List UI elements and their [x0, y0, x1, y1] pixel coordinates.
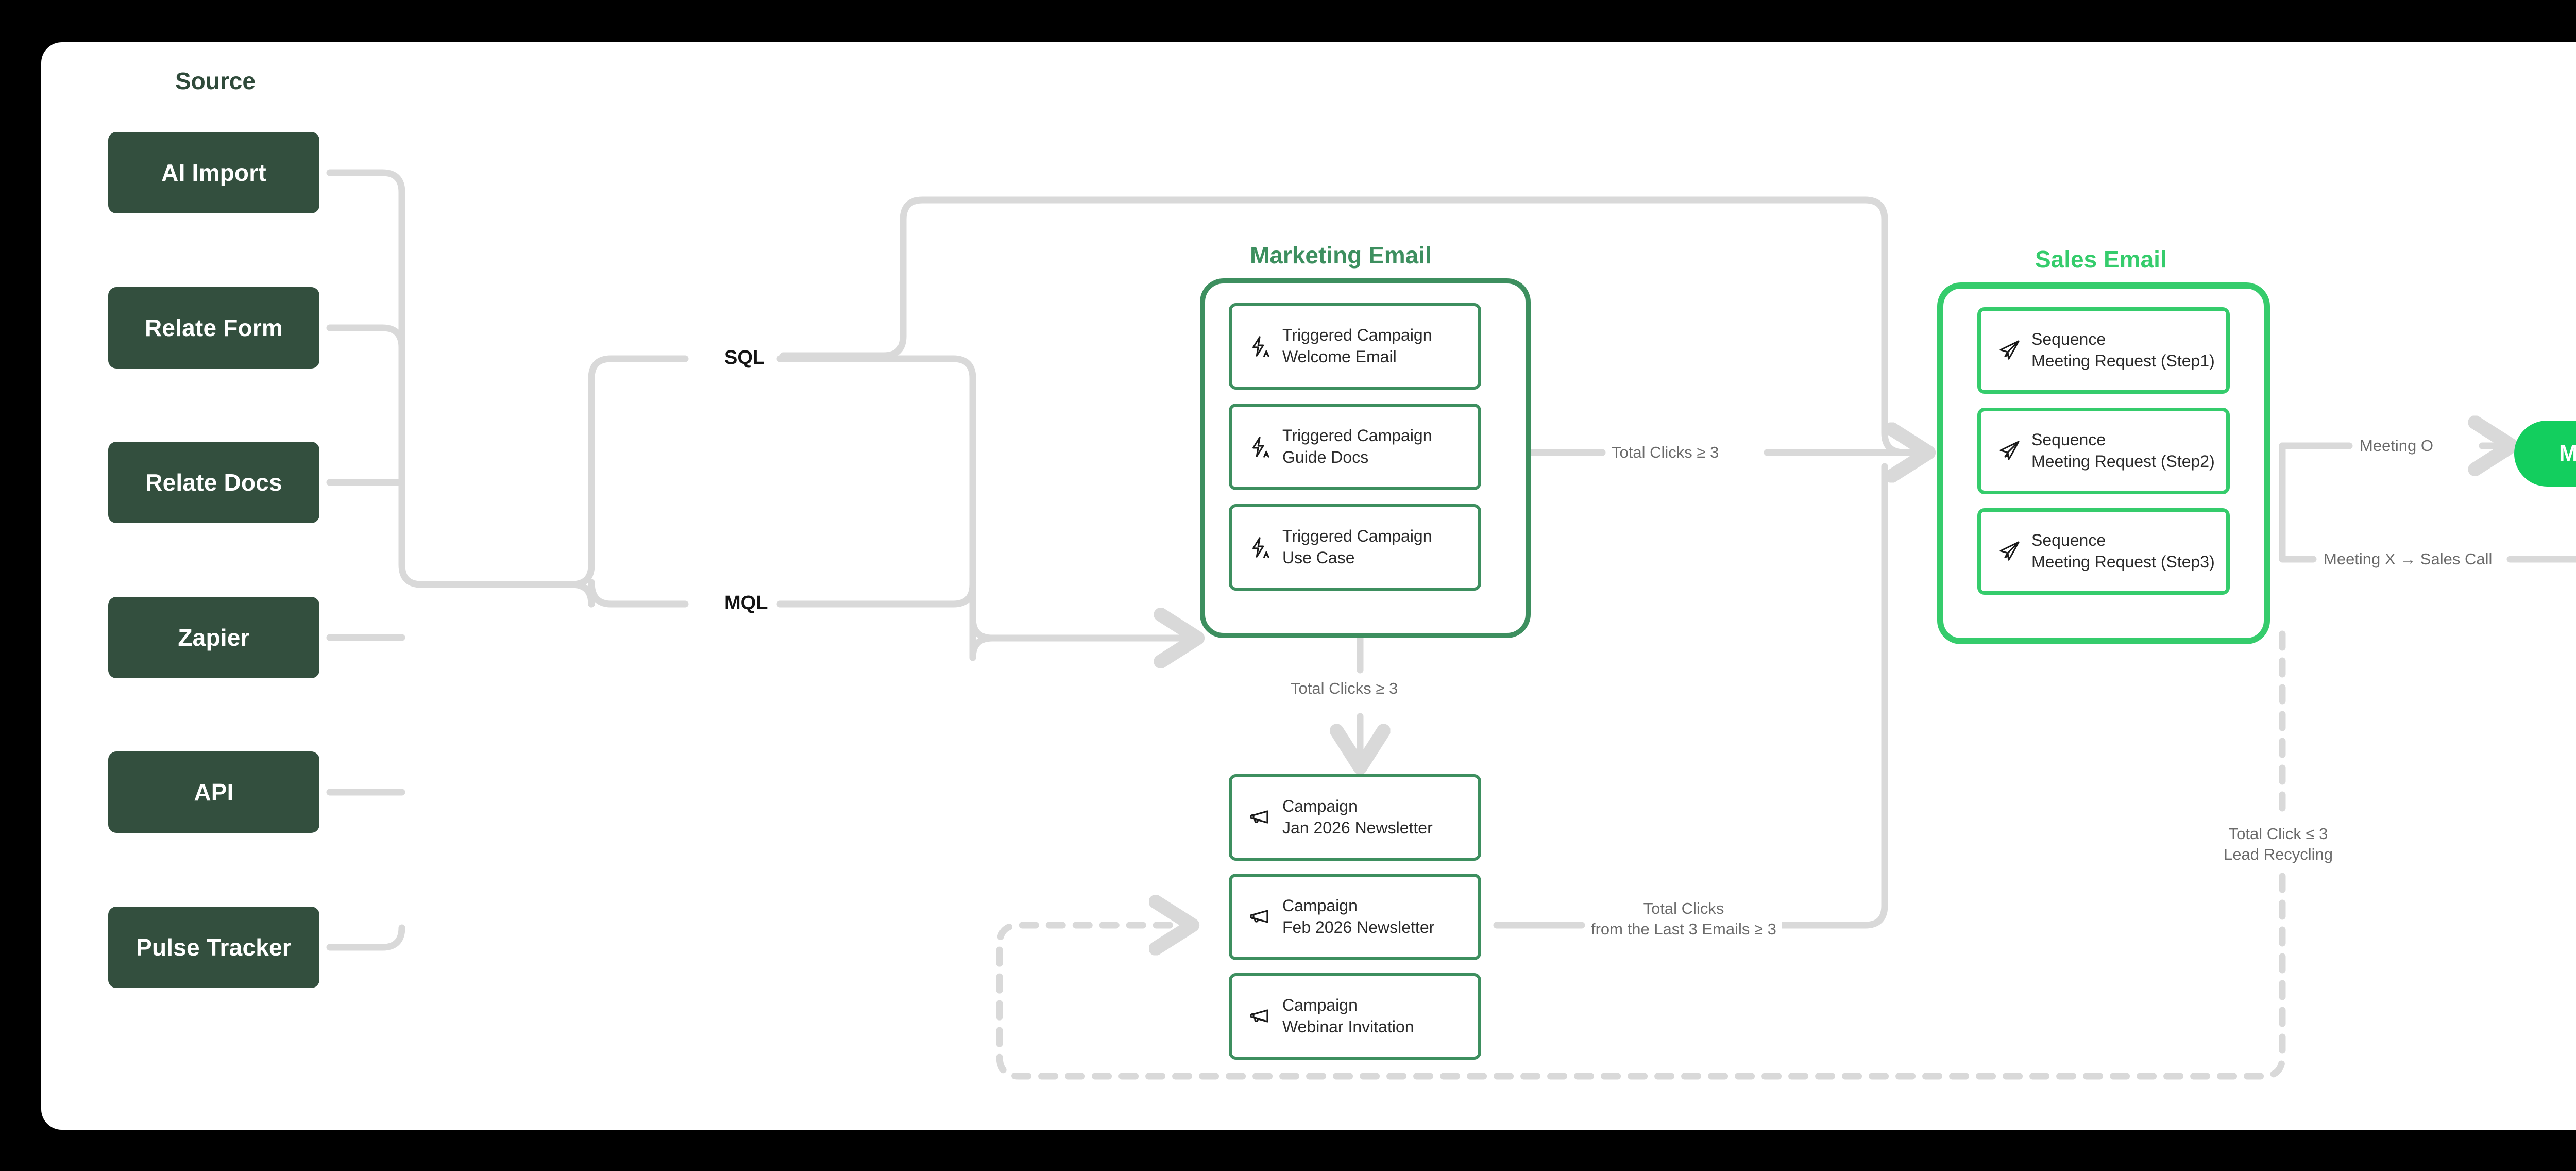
- source-item-pulse-tracker[interactable]: Pulse Tracker: [108, 907, 319, 988]
- node-name: Meeting Request (Step1): [2031, 352, 2215, 370]
- source-item-label: AI Import: [161, 159, 266, 186]
- campaign-node-webinar-invitation[interactable]: Campaign Webinar Invitation: [1229, 973, 1481, 1060]
- node-name: Welcome Email: [1282, 347, 1397, 366]
- megaphone-icon: [1243, 905, 1277, 929]
- marketing-node-guide-docs[interactable]: Triggered Campaign Guide Docs: [1229, 404, 1481, 490]
- node-type: Sequence: [2031, 330, 2106, 349]
- edge-label-line2: from the Last 3 Emails ≥ 3: [1591, 920, 1776, 939]
- sales-node-step2[interactable]: Sequence Meeting Request (Step2): [1977, 408, 2230, 494]
- outcome-label: Meeting: [2558, 441, 2576, 466]
- recycle-line2: Lead Recycling: [2224, 845, 2333, 864]
- megaphone-icon: [1243, 1004, 1277, 1029]
- stage-label-mql: MQL: [720, 592, 772, 614]
- node-type: Sequence: [2031, 430, 2106, 449]
- source-item-label: API: [194, 779, 234, 806]
- edge-label-line1: Total Clicks: [1643, 899, 1724, 917]
- node-type: Campaign: [1282, 896, 1358, 915]
- edge-label-meeting-x: Meeting X → Sales Call: [2318, 549, 2498, 570]
- edge-label-mkt-to-campaign: Total Clicks ≥ 3: [1285, 678, 1403, 699]
- node-type: Sequence: [2031, 531, 2106, 550]
- source-item-label: Relate Docs: [145, 469, 282, 496]
- megaphone-icon: [1243, 805, 1277, 830]
- sales-email-title: Sales Email: [2035, 246, 2167, 273]
- node-type: Campaign: [1282, 797, 1358, 816]
- node-name: Jan 2026 Newsletter: [1282, 818, 1433, 837]
- edge-label-campaign-to-sales: Total Clicks from the Last 3 Emails ≥ 3: [1586, 898, 1782, 940]
- campaign-node-feb-newsletter[interactable]: Campaign Feb 2026 Newsletter: [1229, 874, 1481, 960]
- paper-plane-icon: [1992, 539, 2026, 564]
- node-type: Triggered Campaign: [1282, 527, 1432, 546]
- lightning-auto-icon: [1243, 435, 1277, 459]
- edge-label-mkt-to-sales: Total Clicks ≥ 3: [1606, 442, 1724, 463]
- node-name: Guide Docs: [1282, 448, 1369, 466]
- node-name: Feb 2026 Newsletter: [1282, 918, 1435, 936]
- stage-label-sql: SQL: [720, 347, 769, 369]
- edge-label-lead-recycling: Total Click ≤ 3 Lead Recycling: [2218, 824, 2338, 865]
- source-item-api[interactable]: API: [108, 751, 319, 833]
- marketing-email-title: Marketing Email: [1250, 242, 1432, 269]
- node-name: Meeting Request (Step3): [2031, 553, 2215, 571]
- source-item-zapier[interactable]: Zapier: [108, 597, 319, 678]
- source-item-label: Relate Form: [144, 314, 283, 341]
- source-item-label: Zapier: [178, 624, 250, 651]
- node-type: Triggered Campaign: [1282, 326, 1432, 345]
- source-item-relate-docs[interactable]: Relate Docs: [108, 442, 319, 523]
- paper-plane-icon: [1992, 338, 2026, 363]
- marketing-node-welcome-email[interactable]: Triggered Campaign Welcome Email: [1229, 303, 1481, 390]
- node-type: Triggered Campaign: [1282, 426, 1432, 445]
- source-item-ai-import[interactable]: AI Import: [108, 132, 319, 213]
- node-type: Campaign: [1282, 996, 1358, 1015]
- node-name: Meeting Request (Step2): [2031, 452, 2215, 471]
- source-item-label: Pulse Tracker: [136, 934, 292, 961]
- sales-node-step3[interactable]: Sequence Meeting Request (Step3): [1977, 508, 2230, 595]
- source-item-relate-form[interactable]: Relate Form: [108, 287, 319, 369]
- lightning-auto-icon: [1243, 536, 1277, 559]
- source-column-title: Source: [175, 68, 256, 94]
- campaign-node-jan-newsletter[interactable]: Campaign Jan 2026 Newsletter: [1229, 774, 1481, 861]
- recycle-line1: Total Click ≤ 3: [2228, 825, 2328, 843]
- paper-plane-icon: [1992, 439, 2026, 463]
- edge-label-meeting-o: Meeting O: [2354, 436, 2439, 457]
- lightning-auto-icon: [1243, 334, 1277, 358]
- sales-node-step1[interactable]: Sequence Meeting Request (Step1): [1977, 307, 2230, 394]
- outcome-meeting-node[interactable]: Meeting 🎉: [2514, 421, 2576, 487]
- node-name: Use Case: [1282, 548, 1355, 567]
- marketing-node-use-case[interactable]: Triggered Campaign Use Case: [1229, 504, 1481, 591]
- node-name: Webinar Invitation: [1282, 1017, 1414, 1036]
